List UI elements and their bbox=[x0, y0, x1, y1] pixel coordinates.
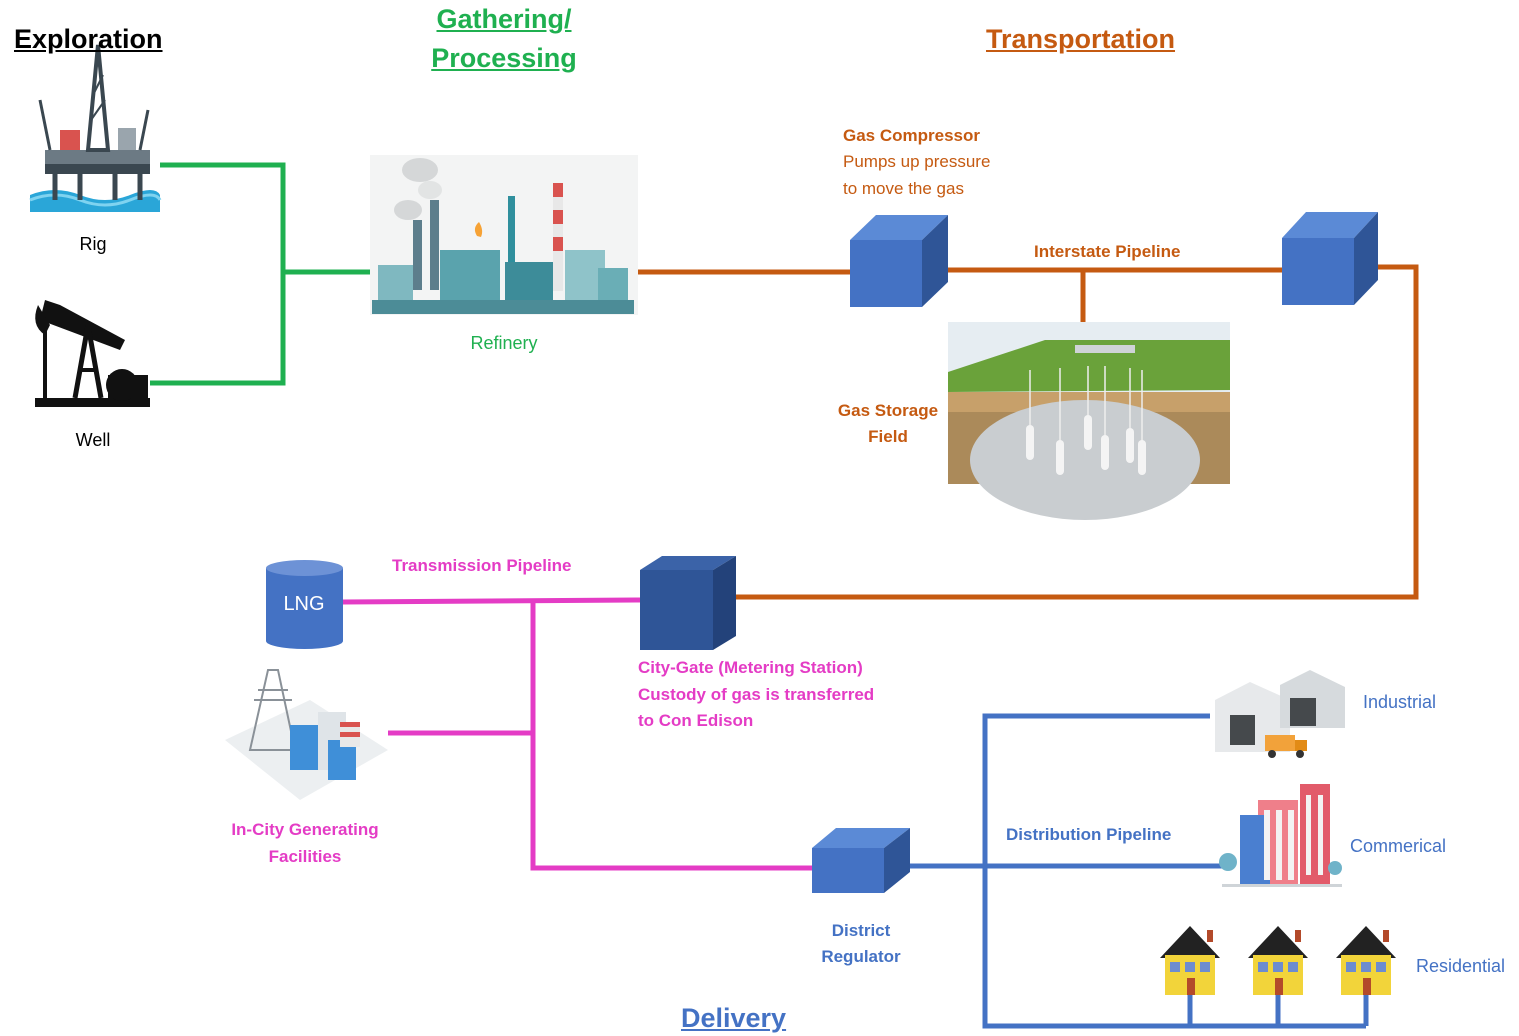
label-commercial: Commerical bbox=[1350, 836, 1447, 856]
label-regulator-2: Regulator bbox=[821, 947, 901, 966]
gathering-lines bbox=[150, 162, 370, 386]
label-transmission-pipeline: Transmission Pipeline bbox=[392, 556, 572, 575]
industrial-building-icon bbox=[1215, 670, 1345, 758]
header-gathering-line2: Processing bbox=[431, 43, 577, 73]
house-icon bbox=[1248, 926, 1308, 995]
label-lng: LNG bbox=[283, 593, 325, 615]
label-compressor-desc-2: to move the gas bbox=[843, 179, 964, 198]
transport-lines bbox=[638, 264, 1419, 600]
label-city-gate-3: to Con Edison bbox=[638, 711, 754, 730]
oil-rig-icon bbox=[29, 44, 162, 212]
pumpjack-icon bbox=[35, 300, 150, 407]
distribution-lines bbox=[910, 713, 1369, 1029]
label-city-gate-2: Custody of gas is transferred bbox=[638, 685, 875, 704]
label-distribution-pipeline: Distribution Pipeline bbox=[1006, 825, 1172, 844]
label-well: Well bbox=[75, 430, 111, 450]
label-storage-line1: Gas Storage bbox=[837, 401, 939, 420]
house-icon bbox=[1336, 926, 1396, 995]
header-transportation: Transportation bbox=[986, 24, 1176, 54]
label-generating-1: In-City Generating bbox=[231, 820, 379, 839]
refinery-icon bbox=[370, 155, 638, 315]
storage-field-icon bbox=[948, 322, 1230, 520]
label-city-gate-1: City-Gate (Metering Station) bbox=[638, 658, 863, 677]
power-plant-icon bbox=[225, 669, 388, 800]
label-rig: Rig bbox=[79, 234, 107, 254]
label-refinery: Refinery bbox=[470, 333, 538, 353]
label-compressor-desc-1: Pumps up pressure bbox=[843, 152, 991, 171]
label-storage-line2: Field bbox=[868, 427, 908, 446]
label-gas-compressor: Gas Compressor bbox=[843, 126, 980, 145]
header-delivery: Delivery bbox=[681, 1003, 787, 1033]
label-interstate-pipeline: Interstate Pipeline bbox=[1034, 242, 1181, 261]
gas-compressor-cube bbox=[850, 215, 948, 307]
interstate-cube bbox=[1282, 212, 1378, 305]
district-regulator-cube bbox=[812, 828, 910, 893]
label-generating-2: Facilities bbox=[268, 847, 342, 866]
city-gate-cube bbox=[640, 556, 736, 650]
label-regulator-1: District bbox=[831, 921, 891, 940]
label-residential: Residential bbox=[1416, 956, 1506, 976]
label-industrial: Industrial bbox=[1363, 692, 1437, 712]
transmission-lines bbox=[342, 597, 812, 871]
header-exploration: Exploration bbox=[14, 24, 163, 54]
header-gathering-line1: Gathering/ bbox=[436, 4, 572, 34]
house-icon bbox=[1160, 926, 1220, 995]
lng-tank-icon bbox=[266, 560, 343, 649]
commercial-building-icon bbox=[1219, 784, 1342, 887]
